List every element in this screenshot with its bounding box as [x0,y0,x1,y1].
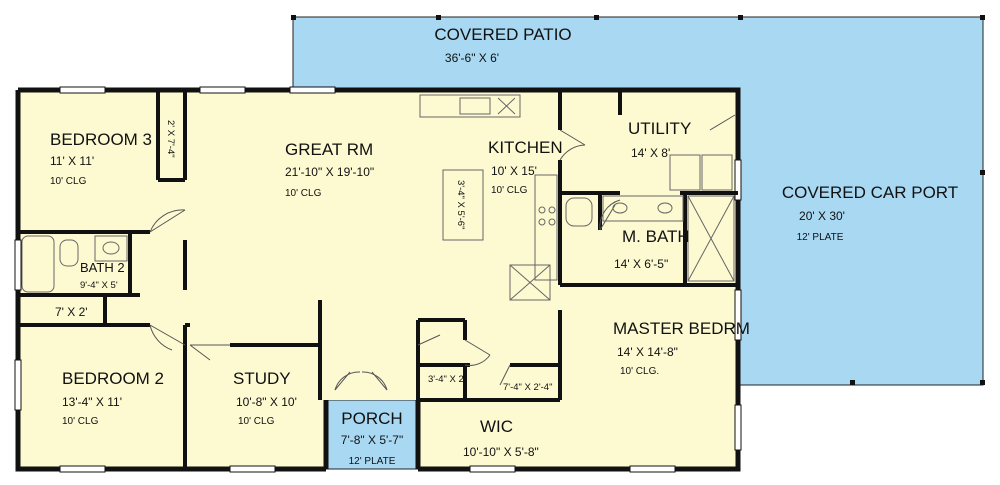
kitchen-clg: 10' CLG [491,185,528,196]
m-bath-size: 14' X 6'-5" [614,257,668,271]
island-size: 3'-4" X 5'-6" [455,180,466,229]
master-bedrm-clg: 10' CLG. [620,366,659,377]
closet-master-size: 7'-4" X 2'-4" [503,382,552,393]
great-rm-label: GREAT RM [285,140,373,159]
bedroom2-label: BEDROOM 2 [62,369,164,388]
wic-size: 10'-10" X 5'-8" [463,445,539,459]
great-rm-clg: 10' CLG [285,188,322,199]
door-swings [149,114,736,391]
porch-label: PORCH [341,409,402,428]
patio-posts [291,15,985,385]
kitchen-label: KITCHEN [488,138,563,157]
wic-label: WIC [480,417,513,436]
porch-size: 7'-8" X 5'-7" [341,433,403,447]
study-clg: 10' CLG [238,416,275,427]
master-bedrm-label: MASTER BEDRM [613,319,750,338]
bedroom3-label: BEDROOM 3 [50,130,152,149]
master-bedrm-size: 14' X 14'-8" [617,345,678,359]
bedroom3-size: 11' X 11' [50,154,94,168]
bedroom2-size: 13'-4" X 11' [62,395,122,409]
kitchen-size: 10' X 15' [491,164,537,178]
bedroom2-clg: 10' CLG [62,416,99,427]
covered-car-port-note: 12' PLATE [797,232,844,243]
great-rm-size: 21'-10" X 19'-10" [285,165,374,179]
windows [14,86,742,473]
bath2-label: BATH 2 [80,260,125,275]
bedroom3-clg: 10' CLG [50,176,87,187]
study-size: 10'-8" X 10' [236,395,297,409]
bath2-size: 9'-4" X 5' [80,280,118,291]
covered-patio-size: 36'-6" X 6' [445,51,499,65]
utility-size: 14' X 8' [631,146,670,160]
utility-label: UTILITY [628,119,691,138]
fixtures [21,94,735,301]
interior-walls [18,90,738,469]
closet-hall-size: 7' X 2' [55,305,88,319]
m-bath-label: M. BATH [622,227,690,246]
porch-note: 12' PLATE [349,456,396,467]
closet-bed3-size: 2' X 7'-4" [165,120,176,158]
covered-car-port-label: COVERED CAR PORT [782,183,958,202]
covered-patio-label: COVERED PATIO [434,25,571,44]
study-label: STUDY [233,369,291,388]
closet-small-size: 3'-4" X 2' [428,374,466,385]
covered-car-port-size: 20' X 30' [799,209,845,223]
exterior-walls [15,87,741,472]
